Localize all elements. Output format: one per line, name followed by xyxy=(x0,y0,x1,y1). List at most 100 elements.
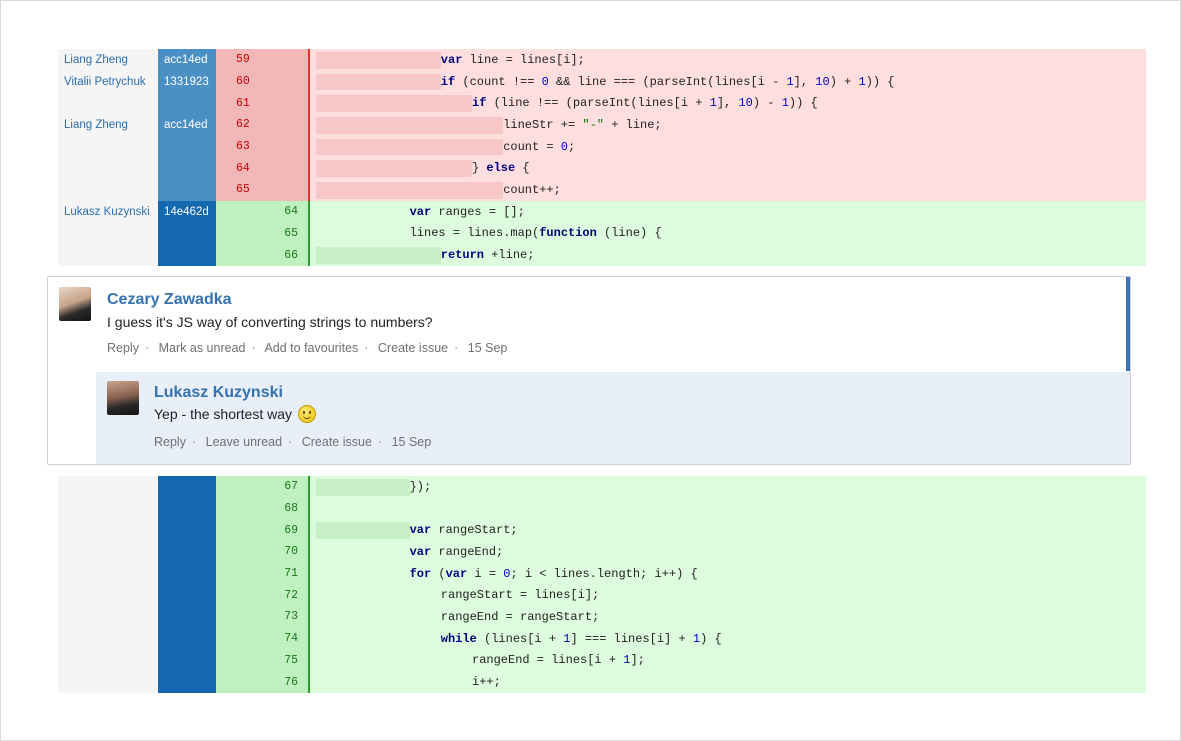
new-line-number[interactable]: 68 xyxy=(263,497,310,520)
blame-revision[interactable] xyxy=(158,135,216,158)
blame-revision[interactable] xyxy=(158,497,216,520)
code-text: return +line; xyxy=(440,248,535,263)
blame-revision[interactable] xyxy=(158,519,216,542)
separator: · xyxy=(377,435,383,449)
old-line-number[interactable]: 59 xyxy=(216,49,263,71)
old-line-number[interactable] xyxy=(216,606,263,628)
code-text: i++; xyxy=(472,675,501,690)
blame-author[interactable]: Liang Zheng xyxy=(58,114,158,136)
comment-author[interactable]: Lukasz Kuzynski xyxy=(154,384,283,401)
avatar[interactable] xyxy=(107,381,139,415)
old-line-number[interactable]: 64 xyxy=(216,157,263,180)
change-highlight xyxy=(316,95,472,113)
blame-revision[interactable] xyxy=(158,244,216,266)
new-line-number[interactable]: 72 xyxy=(263,584,310,607)
old-line-number[interactable] xyxy=(216,244,263,266)
old-line-number[interactable]: 61 xyxy=(216,92,263,115)
add-to-favourites-link[interactable]: Add to favourites xyxy=(264,341,359,355)
change-highlight xyxy=(316,160,472,178)
new-line-number[interactable] xyxy=(263,135,310,158)
new-line-number[interactable]: 69 xyxy=(263,519,310,542)
new-line-number[interactable] xyxy=(263,92,310,115)
avatar[interactable] xyxy=(59,287,91,321)
new-line-number[interactable] xyxy=(263,157,310,180)
new-line-number[interactable] xyxy=(263,179,310,201)
blame-revision[interactable] xyxy=(158,671,216,693)
mark-as-unread-link[interactable]: Mark as unread xyxy=(158,341,246,355)
new-line-number[interactable]: 66 xyxy=(263,244,310,266)
blame-author[interactable] xyxy=(58,627,158,650)
old-line-number[interactable] xyxy=(216,541,263,563)
old-line-number[interactable]: 65 xyxy=(216,179,263,201)
old-line-number[interactable]: 60 xyxy=(216,70,263,93)
blame-revision[interactable] xyxy=(158,649,216,672)
new-line-number[interactable]: 71 xyxy=(263,562,310,585)
blame-author[interactable] xyxy=(58,92,158,115)
new-line-number[interactable] xyxy=(263,114,310,136)
create-issue-link[interactable]: Create issue xyxy=(377,341,449,355)
old-line-number[interactable] xyxy=(216,200,263,223)
blame-revision[interactable] xyxy=(158,179,216,201)
new-line-number[interactable] xyxy=(263,70,310,93)
new-line-number[interactable]: 70 xyxy=(263,541,310,563)
new-line-number[interactable]: 67 xyxy=(263,476,310,498)
old-line-number[interactable] xyxy=(216,497,263,520)
blame-author[interactable] xyxy=(58,519,158,542)
blame-author[interactable] xyxy=(58,179,158,201)
blame-revision[interactable]: acc14ed xyxy=(158,114,216,136)
blame-author[interactable] xyxy=(58,671,158,693)
old-line-number[interactable] xyxy=(216,476,263,498)
old-line-number[interactable] xyxy=(216,649,263,672)
blame-author[interactable] xyxy=(58,157,158,180)
old-line-number[interactable]: 62 xyxy=(216,114,263,136)
old-line-number[interactable] xyxy=(216,671,263,693)
blame-author[interactable]: Vitalii Petrychuk xyxy=(58,70,158,93)
blame-revision[interactable] xyxy=(158,92,216,115)
old-line-number[interactable] xyxy=(216,222,263,245)
blame-revision[interactable]: 14e462d xyxy=(158,200,216,223)
blame-revision[interactable] xyxy=(158,606,216,628)
new-line-number[interactable]: 74 xyxy=(263,627,310,650)
new-line-number[interactable]: 75 xyxy=(263,649,310,672)
blame-author[interactable] xyxy=(58,562,158,585)
new-line-number[interactable]: 65 xyxy=(263,222,310,245)
blame-author[interactable]: Liang Zheng xyxy=(58,49,158,71)
blame-author[interactable] xyxy=(58,584,158,607)
old-line-number[interactable] xyxy=(216,584,263,607)
new-line-number[interactable]: 73 xyxy=(263,606,310,628)
blame-revision[interactable] xyxy=(158,157,216,180)
blame-author[interactable]: Lukasz Kuzynski xyxy=(58,200,158,223)
blame-author[interactable] xyxy=(58,476,158,498)
comment-author[interactable]: Cezary Zawadka xyxy=(107,291,232,308)
blame-revision[interactable] xyxy=(158,222,216,245)
blame-revision[interactable] xyxy=(158,562,216,585)
reply-link[interactable]: Reply xyxy=(107,341,139,355)
code-line: return +line; xyxy=(310,244,1146,266)
blame-revision[interactable]: 1331923 xyxy=(158,70,216,93)
blame-revision[interactable] xyxy=(158,627,216,650)
old-line-number[interactable]: 63 xyxy=(216,135,263,158)
blame-author[interactable] xyxy=(58,222,158,245)
new-line-number[interactable] xyxy=(263,49,310,71)
code-text: while (lines[i + 1] === lines[i] + 1) { xyxy=(440,631,722,646)
blame-author[interactable] xyxy=(58,606,158,628)
old-line-number[interactable] xyxy=(216,519,263,542)
blame-author[interactable] xyxy=(58,649,158,672)
leave-unread-link[interactable]: Leave unread xyxy=(205,435,283,449)
blame-revision[interactable] xyxy=(158,541,216,563)
blame-author[interactable] xyxy=(58,497,158,520)
blame-author[interactable] xyxy=(58,541,158,563)
blame-author[interactable] xyxy=(58,135,158,158)
old-line-number[interactable] xyxy=(216,562,263,585)
blame-revision[interactable] xyxy=(158,476,216,498)
code-text: lines = lines.map(function (line) { xyxy=(409,226,662,241)
create-issue-link[interactable]: Create issue xyxy=(301,435,372,449)
new-line-number[interactable]: 76 xyxy=(263,671,310,693)
blame-author[interactable] xyxy=(58,244,158,266)
blame-revision[interactable]: acc14ed xyxy=(158,49,216,71)
blame-revision[interactable] xyxy=(158,584,216,607)
new-line-number[interactable]: 64 xyxy=(263,200,310,223)
old-line-number[interactable] xyxy=(216,627,263,650)
reply-link[interactable]: Reply xyxy=(154,435,186,449)
